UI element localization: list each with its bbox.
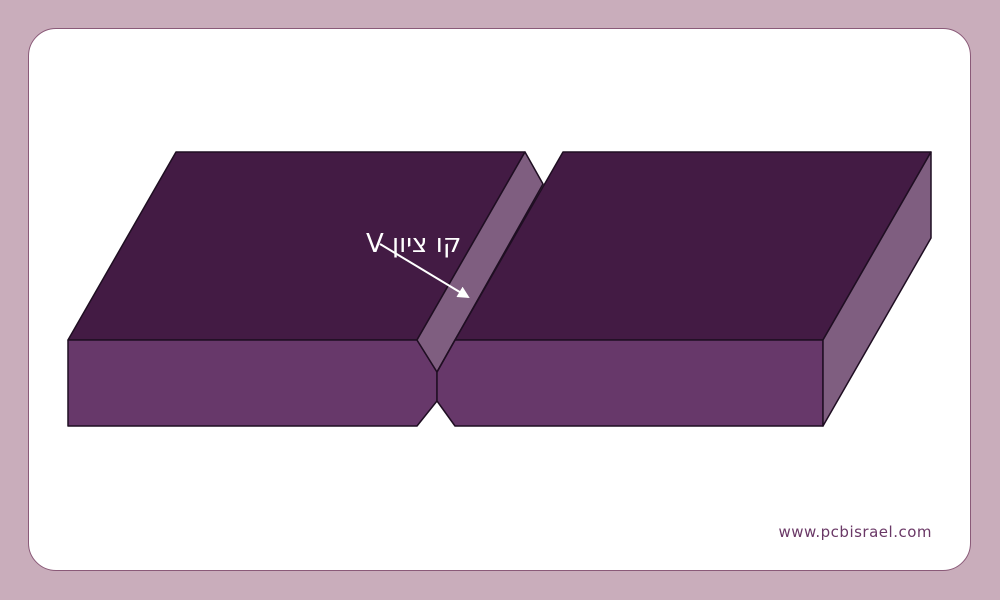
- v-groove-right-edge: [436, 339, 456, 373]
- left-panel-front-face: [67, 339, 438, 427]
- right-panel: [436, 151, 932, 427]
- annotation-arrow: [379, 243, 470, 299]
- right-panel-front-face: [436, 339, 824, 427]
- right-panel-side-face: [822, 151, 932, 427]
- left-panel: [67, 151, 544, 427]
- v-groove-left-bevel: [416, 151, 544, 373]
- website-url: www.pcbisrael.com: [778, 523, 932, 541]
